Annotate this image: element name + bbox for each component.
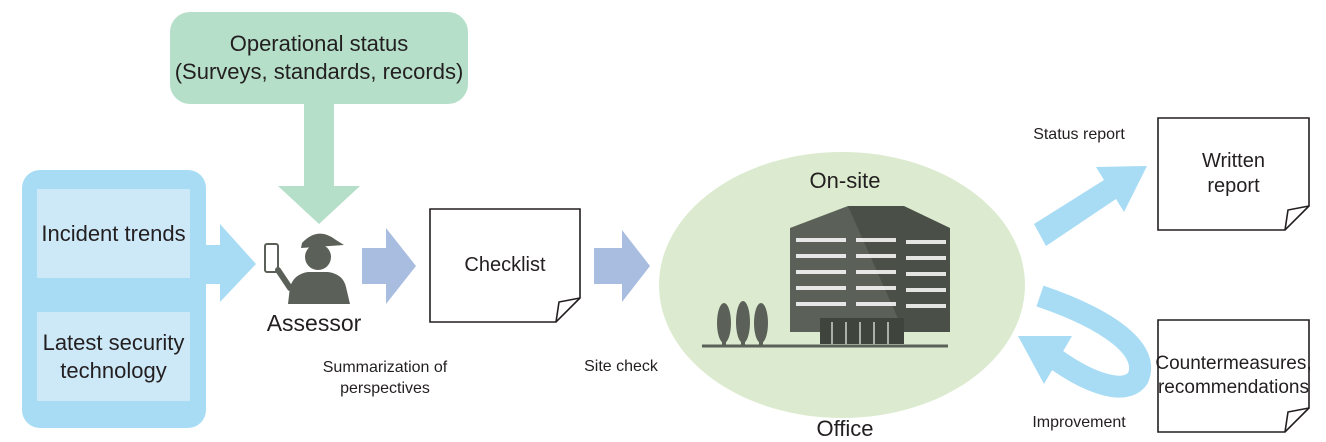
countermeasures-document-icon <box>1157 319 1310 433</box>
office-label: Office <box>816 416 874 441</box>
operational-status-box: Operational status (Surveys, standards, … <box>170 12 468 104</box>
checklist-label: Checklist <box>464 254 546 276</box>
improvement-arrow <box>1036 285 1151 398</box>
incident-trends-box: Incident trends <box>37 189 190 278</box>
operational-down-arrow <box>278 104 360 224</box>
countermeasures-line2: recommendations <box>1157 377 1310 398</box>
written-report-document: Written report <box>1158 118 1309 230</box>
summarization-label: Summarization of perspectives <box>300 357 470 399</box>
on-site-label: On-site <box>809 168 881 193</box>
operational-status-line1: Operational status <box>229 31 409 56</box>
assessor-figure-icon <box>264 233 350 304</box>
status-report-arrow <box>1034 166 1147 246</box>
written-report-document-icon <box>1157 117 1310 231</box>
inputs-to-assessor-arrow <box>206 224 256 302</box>
incident-trends-label: Incident trends <box>41 220 186 246</box>
assessor-label: Assessor <box>266 310 362 336</box>
office-building-icon <box>702 206 950 348</box>
written-report-line2: report <box>1207 175 1260 197</box>
improvement-label: Improvement <box>1032 414 1126 431</box>
latest-security-line1: Latest security <box>42 329 185 355</box>
checklist-to-site-arrow <box>594 230 650 302</box>
summarization-line2: perspectives <box>340 380 430 397</box>
countermeasures-line1: Countermeasures, <box>1155 353 1312 374</box>
latest-security-line2: technology <box>60 357 167 383</box>
checklist-document-icon <box>429 208 581 323</box>
site-check-label: Site check <box>584 358 658 375</box>
assessor-to-checklist-arrow <box>362 228 416 304</box>
operational-status-line2: (Surveys, standards, records) <box>174 59 464 84</box>
latest-security-box: Latest security technology <box>37 312 190 401</box>
checklist-document: Checklist <box>430 209 580 322</box>
countermeasures-document: Countermeasures, recommendations <box>1155 320 1312 432</box>
written-report-line1: Written <box>1202 150 1265 172</box>
status-report-label: Status report <box>1033 126 1125 143</box>
summarization-line1: Summarization of <box>322 359 448 376</box>
